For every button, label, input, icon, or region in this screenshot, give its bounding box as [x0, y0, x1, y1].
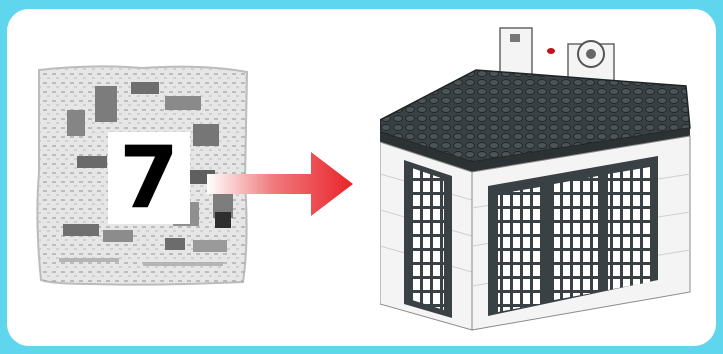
arrow-right-icon — [207, 150, 355, 218]
lego-building-model — [380, 24, 698, 334]
step-number: 7 — [108, 132, 190, 224]
